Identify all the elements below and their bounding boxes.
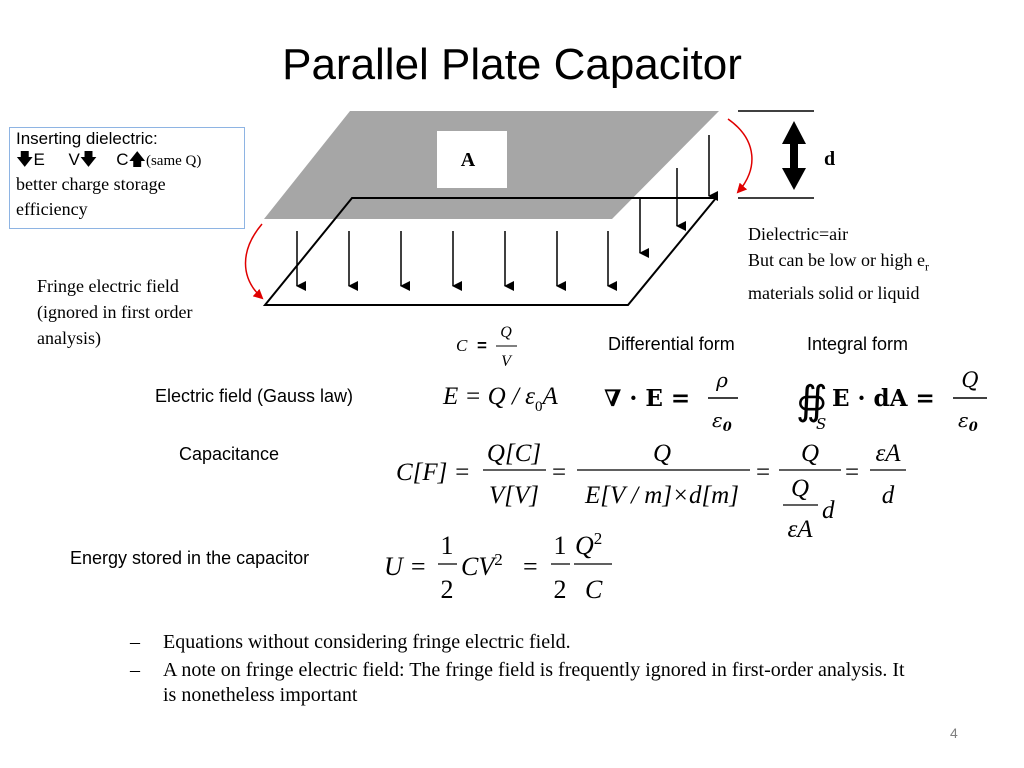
svg-text:εA: εA [875, 440, 901, 467]
svg-text:ρ: ρ [715, 368, 728, 392]
svg-text:Q: Q [500, 324, 512, 341]
svg-text:CV2: CV2 [461, 550, 503, 581]
gauss-law-label: Electric field (Gauss law) [155, 386, 354, 406]
bullet-item: – A note on fringe electric field: The f… [130, 658, 920, 708]
note-line4: efficiency [16, 199, 88, 219]
svg-text:d: d [882, 482, 895, 509]
bottom-plate [262, 197, 719, 306]
dielectric-line2-subscript: r [924, 259, 929, 274]
svg-text:C[F] =: C[F] = [396, 459, 471, 486]
svg-text:Q2: Q2 [575, 529, 602, 560]
capacitor-diagram: A d [244, 110, 835, 306]
svg-text:d: d [822, 497, 835, 524]
svg-text:∇ · E =: ∇ · E = [604, 385, 690, 412]
svg-text:Q: Q [653, 440, 671, 467]
svg-text:C: C [456, 336, 468, 355]
svg-text:U =: U = [384, 552, 427, 581]
gauss-integral-equation: ∯ S E · dA = Q ε0 [796, 368, 987, 435]
plate-area-label: A [461, 149, 476, 171]
fringe-field-arrow-right [727, 118, 753, 194]
bullet-item: – Equations without considering fringe e… [130, 630, 920, 655]
svg-text:2: 2 [441, 575, 454, 604]
dielectric-line2: But can be low or high er [748, 247, 1018, 280]
svg-text:V: V [501, 353, 513, 370]
svg-text:ε0: ε0 [712, 408, 732, 435]
note-trend-line: 🡇E V🡇 C🡅(same Q) [16, 149, 238, 172]
plate-area-box [437, 131, 507, 188]
note-heading: Inserting dielectric: [16, 129, 158, 148]
up-arrow-icon: 🡅 [128, 150, 146, 169]
gap-arrow-shaft [790, 143, 798, 170]
down-arrow-icon: 🡇 [79, 150, 98, 169]
dielectric-note-box: Inserting dielectric: 🡇E V🡇 C🡅(same Q) b… [9, 127, 245, 229]
fringe-line1: Fringe electric field [37, 276, 179, 296]
energy-label: Energy stored in the capacitor [70, 548, 310, 568]
gap-arrow-up [782, 121, 806, 144]
svg-text:1: 1 [441, 531, 454, 560]
svg-text:1: 1 [554, 531, 567, 560]
fringe-line3: analysis) [37, 328, 101, 348]
e-label: E [33, 150, 45, 169]
svg-text:E[V / m]×d[m]: E[V / m]×d[m] [584, 482, 739, 509]
v-label: V [68, 150, 80, 169]
svg-text:2: 2 [554, 575, 567, 604]
svg-text:Q: Q [801, 440, 819, 467]
svg-text:=: = [756, 459, 770, 486]
capacitance-definition: C = Q V [456, 324, 517, 370]
fringe-field-arrow-left [244, 223, 264, 300]
gauss-differential-equation: ∇ · E = ρ ε0 [604, 368, 738, 435]
svg-text:ε0: ε0 [958, 408, 978, 435]
bullet-text: A note on fringe electric field: The fri… [163, 659, 905, 706]
dielectric-line2-text: But can be low or high e [748, 250, 925, 270]
svg-text:=: = [523, 552, 538, 581]
same-q-label: (same Q) [145, 153, 202, 169]
gap-label: d [824, 148, 835, 170]
fringe-line2: (ignored in first order [37, 302, 193, 322]
svg-text:∯: ∯ [796, 378, 828, 424]
svg-text:V[V]: V[V] [489, 482, 539, 509]
dielectric-line1: Dielectric=air [748, 224, 849, 244]
svg-text:=: = [477, 336, 487, 355]
slide-title: Parallel Plate Capacitor [282, 40, 742, 89]
svg-text:C: C [585, 575, 603, 604]
energy-equation: U = 1 2 CV2 = 1 2 Q2 C [384, 529, 612, 604]
svg-text:Q[C]: Q[C] [487, 440, 541, 467]
differential-form-label: Differential form [608, 334, 735, 354]
c-label: C [116, 150, 129, 169]
gauss-simple-equation: E = Q / ε0A [442, 383, 559, 415]
svg-text:S: S [816, 415, 826, 433]
dielectric-line3: materials solid or liquid [748, 282, 920, 303]
svg-text:=: = [845, 459, 859, 486]
bullet-marker: – [130, 659, 140, 681]
bullet-list: – Equations without considering fringe e… [130, 630, 920, 711]
bullet-text: Equations without considering fringe ele… [163, 631, 571, 653]
dielectric-material-note: Dielectric=air But can be low or high er… [748, 221, 1018, 306]
bullet-marker: – [130, 631, 140, 653]
fringe-field-note: Fringe electric field (ignored in first … [37, 273, 247, 351]
equations-panel: C = Q V E = Q / ε0A ∇ · E = ρ ε0 ∯ S E ·… [384, 324, 987, 604]
svg-text:εA: εA [787, 516, 813, 543]
capacitance-equation: C[F] = Q[C] V[V] = Q E[V / m]×d[m] = Q Q… [396, 440, 906, 543]
note-line3: better charge storage [16, 174, 166, 194]
page-number: 4 [950, 725, 958, 741]
svg-text:E = Q / ε0A: E = Q / ε0A [442, 383, 559, 415]
svg-text:=: = [552, 459, 566, 486]
integral-form-label: Integral form [807, 334, 909, 354]
svg-text:E · dA =: E · dA = [832, 385, 935, 412]
svg-text:Q: Q [791, 475, 809, 502]
svg-text:Q: Q [961, 368, 978, 392]
capacitance-label: Capacitance [179, 444, 280, 464]
down-arrow-icon: 🡇 [16, 150, 34, 169]
gap-arrow-down [782, 168, 806, 190]
